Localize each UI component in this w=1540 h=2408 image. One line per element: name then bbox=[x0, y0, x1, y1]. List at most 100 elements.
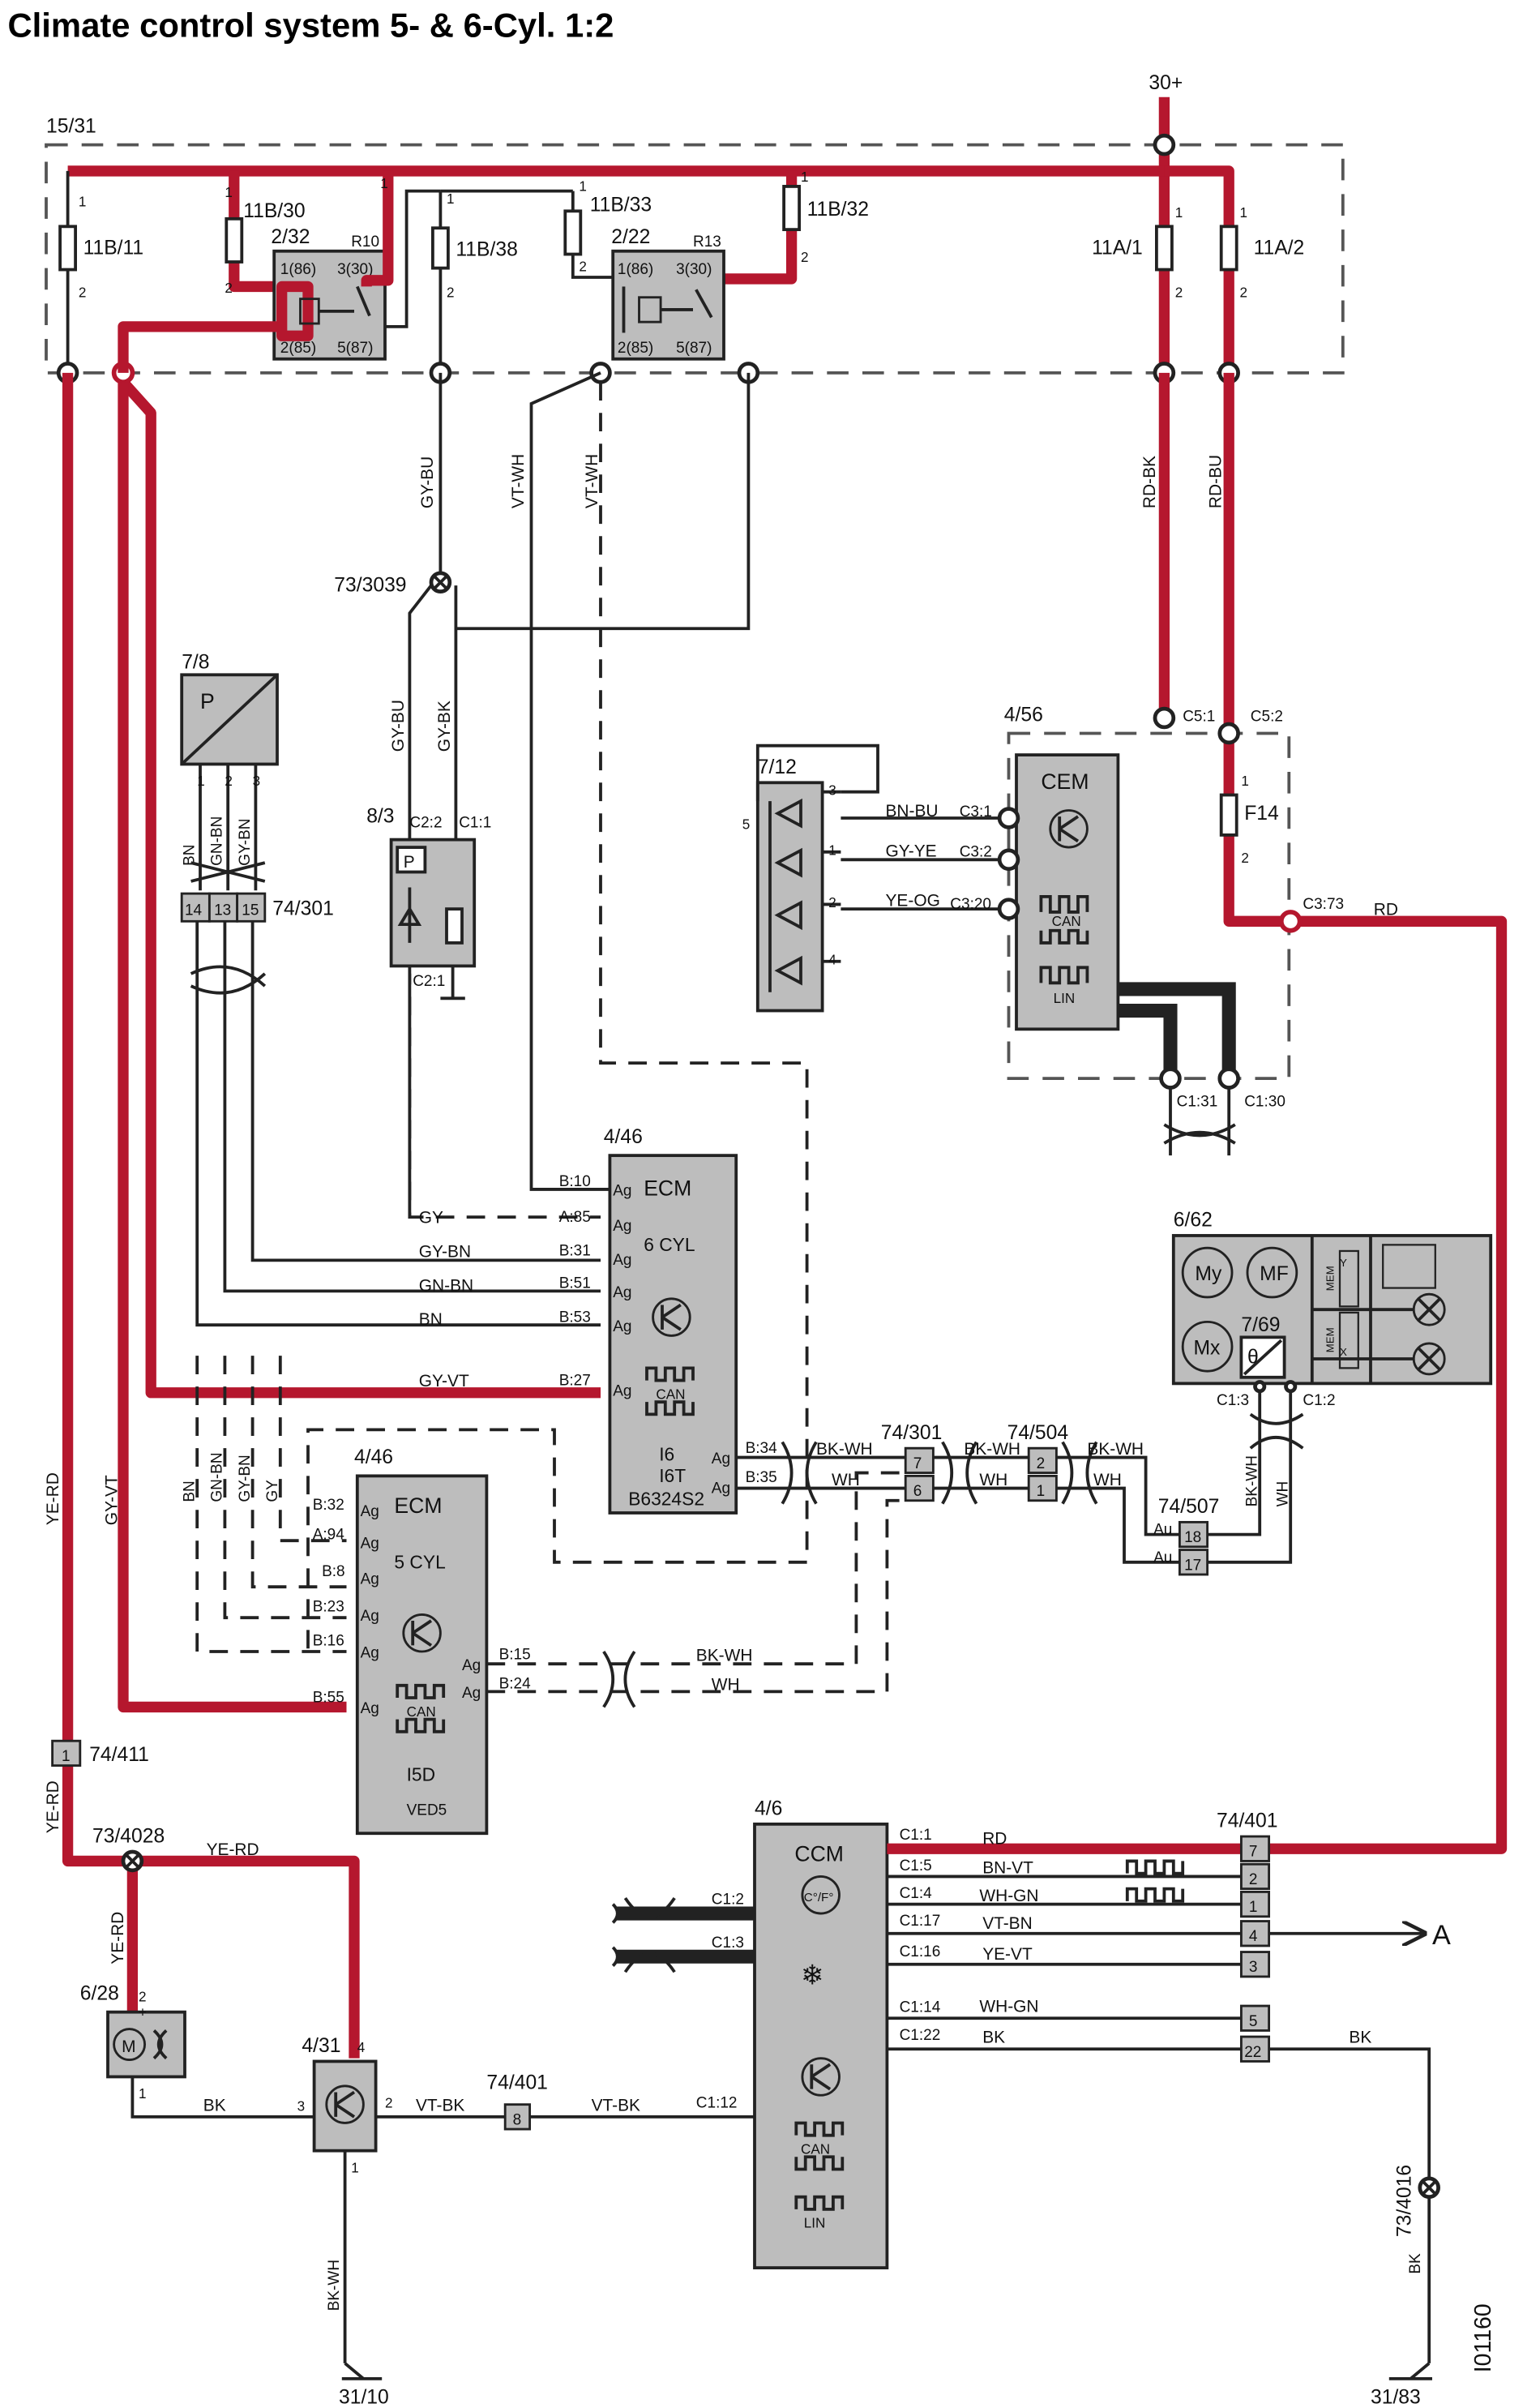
svg-text:11B/11: 11B/11 bbox=[83, 238, 144, 259]
svg-text:11B/33: 11B/33 bbox=[590, 194, 652, 216]
svg-text:VT-BN: VT-BN bbox=[982, 1914, 1033, 1933]
svg-text:2: 2 bbox=[1241, 851, 1249, 866]
fusebox: 15/31 30+ 11B/11 12 11B/30 12 11B/38 12 … bbox=[45, 72, 1345, 385]
svg-text:BK: BK bbox=[982, 2029, 1005, 2047]
svg-text:1: 1 bbox=[579, 179, 587, 195]
svg-text:C3:2: C3:2 bbox=[960, 844, 992, 861]
svg-text:3(30): 3(30) bbox=[337, 261, 373, 278]
svg-text:4: 4 bbox=[1249, 1928, 1258, 1945]
svg-text:BK-WH: BK-WH bbox=[326, 2260, 343, 2311]
svg-text:74/504: 74/504 bbox=[1007, 1422, 1069, 1444]
svg-text:2/32: 2/32 bbox=[271, 226, 310, 248]
svg-text:MF: MF bbox=[1260, 1263, 1289, 1285]
svg-text:GN-BN: GN-BN bbox=[209, 1452, 226, 1502]
svg-text:X: X bbox=[1340, 1346, 1347, 1358]
svg-text:2: 2 bbox=[139, 1989, 147, 2004]
ccm-4-6: 4/6 CCM C°/F° ❄ CAN LIN C1:1 C1:5 C1:4 C… bbox=[696, 1797, 941, 2269]
svg-text:C1:3: C1:3 bbox=[712, 1935, 744, 1952]
motor-f-icon bbox=[1246, 1246, 1298, 1299]
svg-text:B:16: B:16 bbox=[313, 1632, 344, 1649]
svg-text:4/46: 4/46 bbox=[354, 1446, 393, 1468]
svg-text:BK-WH: BK-WH bbox=[964, 1440, 1020, 1459]
wire-rd-bu bbox=[1223, 372, 1508, 1854]
svg-text:GY-YE: GY-YE bbox=[886, 842, 937, 861]
svg-text:B:35: B:35 bbox=[746, 1469, 777, 1486]
svg-text:BK: BK bbox=[203, 2096, 226, 2114]
svg-text:2: 2 bbox=[801, 250, 809, 265]
svg-text:BK-WH: BK-WH bbox=[816, 1440, 873, 1459]
svg-text:Ag: Ag bbox=[361, 1570, 379, 1587]
svg-text:MEM: MEM bbox=[1324, 1327, 1336, 1352]
svg-text:2: 2 bbox=[225, 281, 233, 296]
svg-text:RD: RD bbox=[1374, 901, 1398, 919]
svg-text:Au: Au bbox=[1153, 1522, 1172, 1539]
actuator-6-62: 6/62 My MF Mx MEM MEM Y X bbox=[1171, 1210, 1493, 1386]
svg-text:CAN: CAN bbox=[407, 1704, 436, 1720]
svg-text:ECM: ECM bbox=[394, 1493, 442, 1518]
svg-text:R13: R13 bbox=[693, 234, 721, 251]
svg-text:CAN: CAN bbox=[656, 1386, 685, 1402]
svg-text:73/4028: 73/4028 bbox=[92, 1826, 165, 1848]
svg-text:17: 17 bbox=[1184, 1557, 1201, 1574]
arrow-label-a: A bbox=[1432, 1920, 1451, 1951]
svg-text:73/4016: 73/4016 bbox=[1393, 2165, 1415, 2237]
fuse-11a-1: 11A/1 12 bbox=[1092, 205, 1183, 301]
doc-id: I01160 bbox=[1470, 2303, 1496, 2372]
connector-74-507: 18 17 74/507 Au Au bbox=[1153, 1496, 1219, 1576]
svg-text:Ag: Ag bbox=[361, 1645, 379, 1662]
svg-text:GY-BU: GY-BU bbox=[389, 700, 408, 752]
svg-text:B:31: B:31 bbox=[559, 1243, 591, 1260]
svg-text:4: 4 bbox=[828, 953, 836, 968]
svg-text:WH-GN: WH-GN bbox=[979, 1887, 1038, 1905]
svg-text:1: 1 bbox=[139, 2086, 147, 2102]
svg-text:1: 1 bbox=[1175, 205, 1183, 221]
svg-text:GY-BN: GY-BN bbox=[237, 1455, 254, 1502]
svg-text:2: 2 bbox=[447, 285, 455, 301]
svg-text:I5D: I5D bbox=[407, 1764, 435, 1785]
svg-text:2: 2 bbox=[385, 2095, 393, 2110]
svg-text:2: 2 bbox=[79, 285, 87, 301]
svg-text:5(87): 5(87) bbox=[337, 340, 373, 357]
pressure-switch-8-3: 8/3 P C2:2 C1:1 C2:1 bbox=[366, 806, 491, 1000]
svg-text:Ag: Ag bbox=[361, 1608, 379, 1625]
svg-text:BK-WH: BK-WH bbox=[1243, 1455, 1260, 1506]
svg-text:18: 18 bbox=[1184, 1529, 1201, 1546]
svg-text:Ag: Ag bbox=[613, 1284, 631, 1301]
svg-text:2: 2 bbox=[828, 895, 836, 910]
svg-text:Ag: Ag bbox=[462, 1657, 481, 1674]
svg-text:CAN: CAN bbox=[801, 2141, 830, 2157]
fan-motor-6-28: 6/28 M 2 + 1 bbox=[80, 1982, 186, 2102]
svg-text:Ag: Ag bbox=[361, 1536, 379, 1553]
svg-text:Ag: Ag bbox=[361, 1503, 379, 1520]
svg-text:YE-RD: YE-RD bbox=[207, 1840, 259, 1859]
svg-text:C1:1: C1:1 bbox=[459, 814, 491, 831]
svg-text:Ag: Ag bbox=[613, 1383, 631, 1400]
svg-text:GN-BN: GN-BN bbox=[419, 1276, 473, 1295]
svg-text:13: 13 bbox=[214, 902, 231, 919]
svg-text:BN-BU: BN-BU bbox=[886, 802, 939, 821]
svg-text:15: 15 bbox=[242, 902, 259, 919]
svg-text:4/56: 4/56 bbox=[1004, 704, 1043, 726]
svg-text:6/62: 6/62 bbox=[1174, 1210, 1213, 1232]
svg-text:GY-BN: GY-BN bbox=[237, 818, 254, 865]
svg-text:1(86): 1(86) bbox=[280, 261, 316, 278]
cem-4-56: 4/56 CEM CAN LIN C5:1 C5:2 C3:1 C3:2 C3:… bbox=[950, 704, 1344, 1156]
svg-text:4/6: 4/6 bbox=[755, 1797, 782, 1819]
svg-text:GN-BN: GN-BN bbox=[209, 816, 226, 866]
sun-sensor-7-12: 7/12 3 1 2 4 5 bbox=[742, 756, 841, 1013]
svg-text:3: 3 bbox=[297, 2098, 306, 2114]
svg-text:73/3039: 73/3039 bbox=[334, 575, 406, 597]
svg-text:YE-RD: YE-RD bbox=[44, 1472, 62, 1525]
svg-text:GY-BU: GY-BU bbox=[418, 456, 437, 508]
connector-74-504: 2 1 74/504 bbox=[1007, 1422, 1069, 1502]
svg-text:1: 1 bbox=[447, 191, 455, 207]
svg-text:C1:22: C1:22 bbox=[900, 2027, 941, 2044]
motor-y-icon bbox=[1181, 1246, 1234, 1299]
svg-text:2(85): 2(85) bbox=[618, 340, 653, 357]
svg-text:74/301: 74/301 bbox=[272, 898, 334, 920]
svg-text:2: 2 bbox=[1175, 285, 1183, 301]
svg-text:8: 8 bbox=[513, 2111, 522, 2128]
svg-text:Ag: Ag bbox=[712, 1480, 730, 1497]
